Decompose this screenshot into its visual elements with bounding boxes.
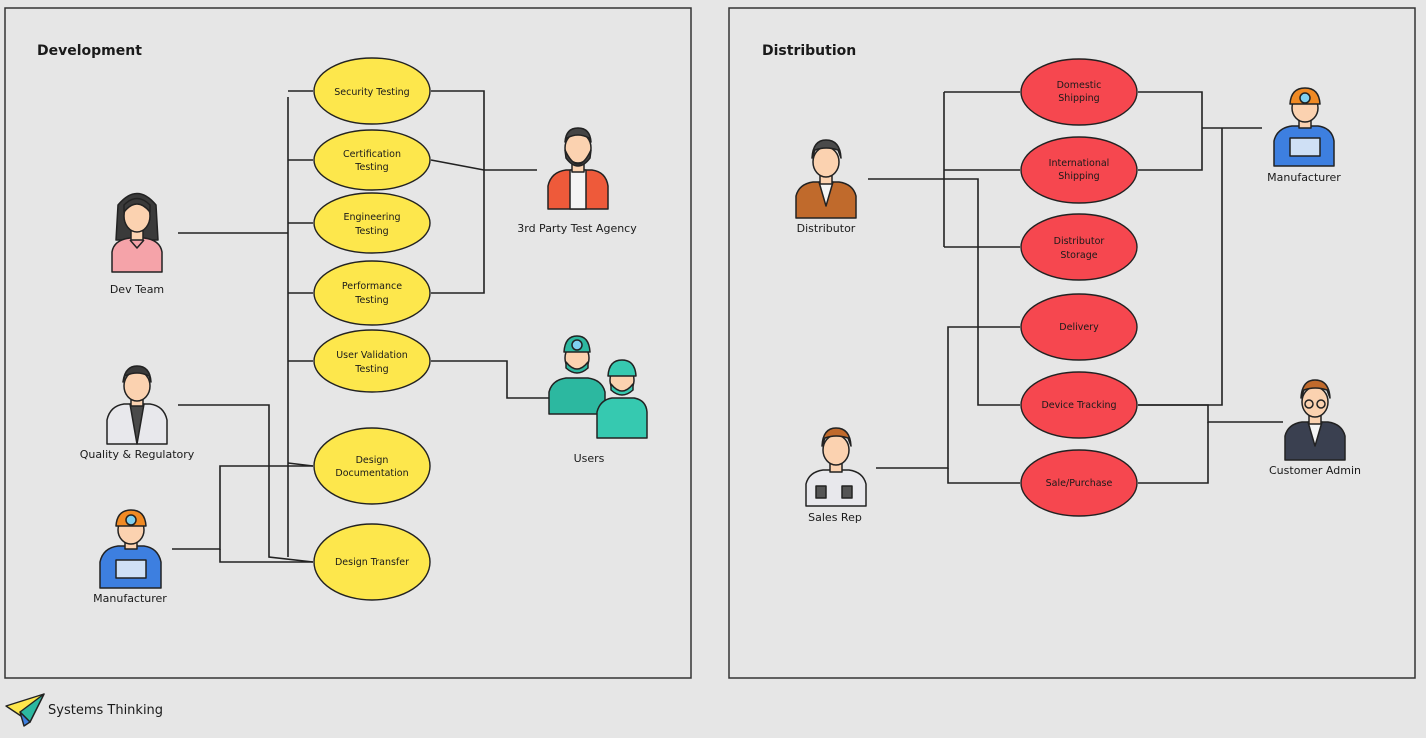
use-case-label: Shipping [1058, 171, 1099, 182]
bearded-man-icon [547, 127, 609, 210]
use-case-label: Design [356, 455, 389, 466]
use-case-label: Sale/Purchase [1046, 478, 1113, 489]
admin-glasses-icon [1284, 379, 1346, 461]
use-case-user-validation-testing[interactable]: User Validation Testing [313, 329, 431, 393]
use-case-design-transfer[interactable]: Design Transfer [313, 523, 431, 601]
use-case-label: Documentation [335, 468, 408, 479]
use-case-domestic-shipping[interactable]: Domestic Shipping [1020, 58, 1138, 126]
use-case-sale-purchase[interactable]: Sale/Purchase [1020, 449, 1138, 517]
use-case-label: Testing [354, 295, 388, 306]
development-connectors [172, 90, 582, 563]
use-case-label: International [1049, 158, 1110, 169]
actor-label: 3rd Party Test Agency [517, 222, 637, 235]
lab-coat-man-icon [106, 365, 168, 445]
use-case-design-documentation[interactable]: Design Documentation [313, 427, 431, 505]
use-case-label: Shipping [1058, 93, 1099, 104]
use-case-certification-testing[interactable]: Certification Testing [313, 129, 431, 191]
actor-label: Quality & Regulatory [80, 448, 195, 461]
actor-label: Manufacturer [93, 592, 167, 605]
use-case-label: Design Transfer [335, 557, 409, 568]
actor-label: Manufacturer [1267, 171, 1341, 184]
distribution-title: Distribution [762, 43, 856, 59]
distribution-connectors [868, 91, 1283, 484]
use-case-label: Engineering [344, 212, 401, 223]
actor-label: Customer Admin [1269, 464, 1361, 477]
miner-helmet-icon [99, 509, 162, 589]
actor-manufacturer-dist[interactable]: Manufacturer [1267, 87, 1341, 184]
use-case-label: Testing [354, 226, 388, 237]
actor-customer-admin[interactable]: Customer Admin [1269, 379, 1361, 477]
use-case-label: Delivery [1059, 322, 1099, 333]
development-title: Development [37, 43, 142, 59]
use-case-delivery[interactable]: Delivery [1020, 293, 1138, 361]
use-case-label: User Validation [336, 350, 408, 361]
use-case-distributor-storage[interactable]: Distributor Storage [1020, 213, 1138, 281]
actor-users[interactable]: Users [548, 335, 648, 465]
businessman-icon [795, 139, 857, 219]
miner-helmet-icon [1273, 87, 1335, 167]
actor-quality-regulatory[interactable]: Quality & Regulatory [80, 365, 195, 461]
use-case-label: Testing [354, 162, 388, 173]
woman-avatar-icon [111, 192, 163, 273]
actor-dev-team[interactable]: Dev Team [110, 192, 164, 297]
actor-3rd-party-test-agency[interactable]: 3rd Party Test Agency [517, 127, 637, 235]
use-case-device-tracking[interactable]: Device Tracking [1020, 371, 1138, 439]
medical-staff-icon [548, 335, 648, 439]
paper-plane-icon [5, 693, 45, 727]
use-case-label: Testing [354, 364, 388, 375]
use-case-label: Security Testing [334, 87, 409, 98]
use-case-label: Certification [343, 149, 401, 160]
actor-manufacturer-dev[interactable]: Manufacturer [93, 509, 167, 605]
brand-name: Systems Thinking [48, 703, 164, 718]
use-case-label: Domestic [1057, 80, 1102, 91]
actor-distributor[interactable]: Distributor [795, 139, 857, 235]
actor-label: Distributor [797, 222, 856, 235]
use-case-label: Distributor [1054, 236, 1105, 247]
actor-label: Users [574, 452, 605, 465]
use-case-engineering-testing[interactable]: Engineering Testing [313, 192, 431, 254]
use-case-international-shipping[interactable]: International Shipping [1020, 136, 1138, 204]
use-case-label: Device Tracking [1041, 400, 1116, 411]
use-case-security-testing[interactable]: Security Testing [313, 57, 431, 125]
actor-sales-rep[interactable]: Sales Rep [805, 427, 867, 524]
use-case-performance-testing[interactable]: Performance Testing [313, 260, 431, 326]
actor-label: Dev Team [110, 283, 164, 296]
use-case-label: Performance [342, 281, 402, 292]
actor-label: Sales Rep [808, 511, 862, 524]
use-case-label: Storage [1060, 250, 1097, 261]
salesman-icon [805, 427, 867, 507]
